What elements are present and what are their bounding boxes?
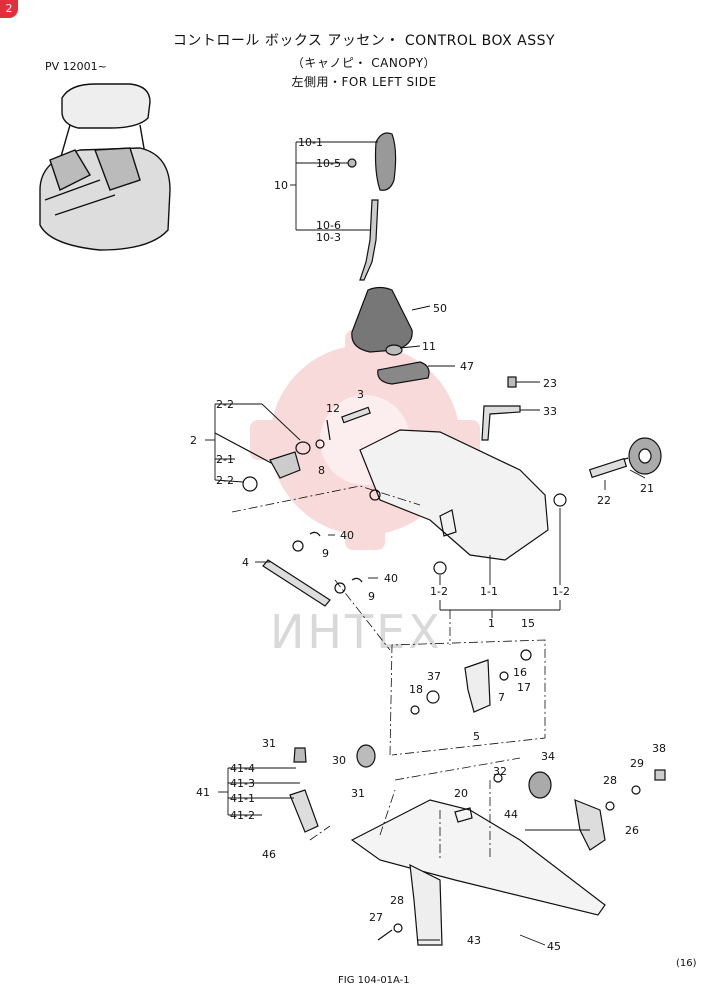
label-34: 34 [541, 750, 555, 763]
label-41-4: 41-4 [230, 762, 255, 775]
label-7: 7 [498, 691, 505, 704]
lever-assembly [347, 132, 430, 385]
label-40-bottom: 40 [384, 572, 398, 585]
label-1-2-left: 1-2 [430, 585, 448, 598]
label-18: 18 [409, 683, 423, 696]
label-8: 8 [318, 464, 325, 477]
lower-plate [289, 649, 666, 946]
leader-lines [205, 141, 646, 946]
label-37: 37 [427, 670, 441, 683]
label-2: 2 [190, 434, 197, 447]
label-11: 11 [422, 340, 436, 353]
label-16: 16 [513, 666, 527, 679]
label-9-bottom: 9 [368, 590, 375, 603]
diagram-subtitle: （キャノピ・ CANOPY） [291, 56, 437, 70]
label-50: 50 [433, 302, 447, 315]
label-3: 3 [357, 388, 364, 401]
label-10-1: 10-1 [298, 136, 323, 149]
label-43: 43 [467, 934, 481, 947]
label-33: 33 [543, 405, 557, 418]
label-9-top: 9 [322, 547, 329, 560]
label-38: 38 [652, 742, 666, 755]
label-20: 20 [454, 787, 468, 800]
label-44: 44 [504, 808, 518, 821]
label-2-2-bottom: 2-2 [216, 474, 234, 487]
label-29: 29 [630, 757, 644, 770]
machine-thumbnail [39, 83, 171, 251]
label-10-5: 10-5 [316, 157, 341, 170]
figure-number: FIG 104-01A-1 [338, 975, 410, 986]
label-27: 27 [369, 911, 383, 924]
label-41-1: 41-1 [230, 792, 255, 805]
diagram-side-note: 左側用・FOR LEFT SIDE [291, 75, 437, 89]
label-4: 4 [242, 556, 249, 569]
label-40-top: 40 [340, 529, 354, 542]
label-30: 30 [332, 754, 346, 767]
label-21: 21 [640, 482, 654, 495]
label-22: 22 [597, 494, 611, 507]
arm-assembly [214, 419, 363, 607]
label-45: 45 [547, 940, 561, 953]
label-28-top: 28 [603, 774, 617, 787]
main-bracket [341, 376, 662, 575]
label-28-bottom: 28 [390, 894, 404, 907]
label-10-6: 10-6 [316, 219, 341, 232]
label-10: 10 [274, 179, 288, 192]
page-number: (16) [676, 958, 697, 969]
label-32: 32 [493, 765, 507, 778]
assembly-boundaries [231, 485, 546, 860]
label-1-2-right: 1-2 [552, 585, 570, 598]
label-46: 46 [262, 848, 276, 861]
label-41-3: 41-3 [230, 777, 255, 790]
label-12: 12 [326, 402, 340, 415]
part-labels: 10-1 10-5 10 10-6 10-3 50 11 47 23 33 3 … [190, 136, 666, 953]
label-2-2-top: 2-2 [216, 398, 234, 411]
label-1: 1 [488, 617, 495, 630]
page-badge: 2 [0, 0, 18, 18]
label-2-1: 2-1 [216, 453, 234, 466]
label-41: 41 [196, 786, 210, 799]
label-31-bottom: 31 [351, 787, 365, 800]
serial-number: PV 12001~ [45, 60, 107, 73]
label-47: 47 [460, 360, 474, 373]
label-31-top: 31 [262, 737, 276, 750]
label-17: 17 [517, 681, 531, 694]
label-23: 23 [543, 377, 557, 390]
label-26: 26 [625, 824, 639, 837]
label-10-3: 10-3 [316, 231, 341, 244]
label-41-2: 41-2 [230, 809, 255, 822]
diagram-title: コントロール ボックス アッセン・ CONTROL BOX ASSY [172, 33, 556, 49]
label-15: 15 [521, 617, 535, 630]
watermark-text: ИНТЕХ [270, 605, 443, 659]
label-1-1: 1-1 [480, 585, 498, 598]
label-5: 5 [473, 730, 480, 743]
